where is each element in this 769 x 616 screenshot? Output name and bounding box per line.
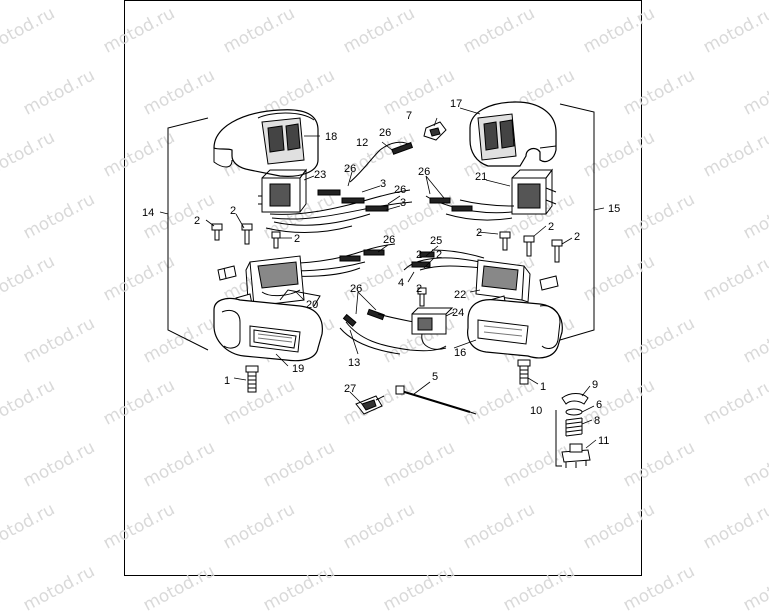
callout-19: 19 (292, 363, 304, 375)
callout-2-left-a: 2 (194, 215, 200, 227)
callout-10: 10 (530, 405, 542, 417)
wiring-harness-lower-right (403, 249, 485, 271)
screw-right-1 (517, 359, 531, 385)
callout-23: 23 (314, 169, 326, 181)
part-27-connector (355, 395, 385, 415)
part-18-upper-cover-left (213, 109, 319, 177)
callout-3-lower: 3 (400, 197, 406, 209)
callout-5: 5 (432, 371, 438, 383)
callout-26-left-upper: 26 (344, 163, 356, 175)
part-20-switch-housing-left (245, 255, 305, 307)
part-21-switch-right (511, 168, 557, 215)
callout-13: 13 (348, 357, 360, 369)
callout-2-left-b: 2 (230, 205, 236, 217)
callout-21: 21 (475, 171, 487, 183)
callout-26-left-lower: 26 (383, 234, 395, 246)
callout-26-right: 26 (418, 166, 430, 178)
callout-2-right-d: 2 (416, 249, 422, 261)
callout-2-right-mid: 2 (436, 249, 442, 261)
part-23-switch-left (258, 168, 307, 213)
callout-17: 17 (450, 98, 462, 110)
callout-2-right-a: 2 (476, 227, 482, 239)
part-16-lower-housing-right (467, 299, 563, 359)
exploded-parts-diagram: 18 26 12 26 23 3 26 3 26 7 17 26 21 25 2… (142, 98, 620, 468)
callout-14: 14 (142, 207, 154, 219)
callout-labels: 18 26 12 26 23 3 26 3 26 7 17 26 21 25 2… (142, 98, 620, 447)
clip-left-1 (217, 265, 237, 281)
callout-8: 8 (594, 415, 600, 427)
callout-2-right-c: 2 (574, 231, 580, 243)
callout-1-right: 1 (540, 381, 546, 393)
leader-lines (159, 107, 605, 449)
callout-24: 24 (452, 307, 464, 319)
clip-right-1 (539, 275, 559, 291)
wiring-harness-upper-left (265, 141, 414, 233)
screw-right-d (417, 287, 427, 307)
callout-11: 11 (598, 435, 609, 447)
callout-2-right-b: 2 (548, 221, 554, 233)
screw-right-b (523, 235, 535, 257)
callout-7: 7 (406, 110, 412, 122)
callout-1-left: 1 (224, 375, 230, 387)
callout-6: 6 (596, 399, 602, 411)
callout-4: 4 (398, 277, 404, 289)
callout-16: 16 (454, 347, 466, 359)
screw-left-1 (245, 365, 259, 393)
callout-18: 18 (325, 131, 337, 143)
bracket-15 (559, 103, 595, 341)
screw-left-b (241, 223, 253, 245)
callout-22: 22 (454, 289, 466, 301)
callout-25: 25 (430, 235, 442, 247)
callout-26-top: 26 (379, 127, 391, 139)
callout-3-upper: 3 (380, 178, 386, 190)
callout-26-left-mid: 26 (394, 184, 406, 196)
wiring-harness-upper-right (425, 195, 515, 221)
part-17-upper-cover-right (469, 101, 557, 167)
callout-27: 27 (344, 383, 356, 395)
screw-left-c (271, 231, 281, 249)
bracket-10 (555, 410, 562, 467)
bracket-14 (167, 117, 209, 351)
diagram-frame (124, 0, 642, 576)
callout-12: 12 (356, 137, 368, 149)
callout-26-cable: 26 (350, 283, 362, 295)
part-22-switch-housing-right (475, 259, 531, 303)
part-11-base (561, 443, 591, 468)
callout-9: 9 (592, 379, 598, 391)
callout-2-right-e: 2 (416, 283, 422, 295)
callout-2-left-c: 2 (294, 233, 300, 245)
screw-right-a (499, 231, 511, 251)
callout-20: 20 (306, 299, 318, 311)
screw-right-c (551, 239, 563, 263)
part-8-spring (565, 417, 583, 437)
part-7-connector (423, 121, 447, 141)
callout-15: 15 (608, 203, 620, 215)
screw-left-a (211, 223, 223, 241)
part-9-cap (561, 393, 589, 405)
part-19-lower-housing-left (213, 289, 323, 362)
part-5-cable-tie (395, 385, 477, 415)
part-6-spring-seat (565, 408, 583, 416)
part-24-connector (411, 307, 454, 350)
